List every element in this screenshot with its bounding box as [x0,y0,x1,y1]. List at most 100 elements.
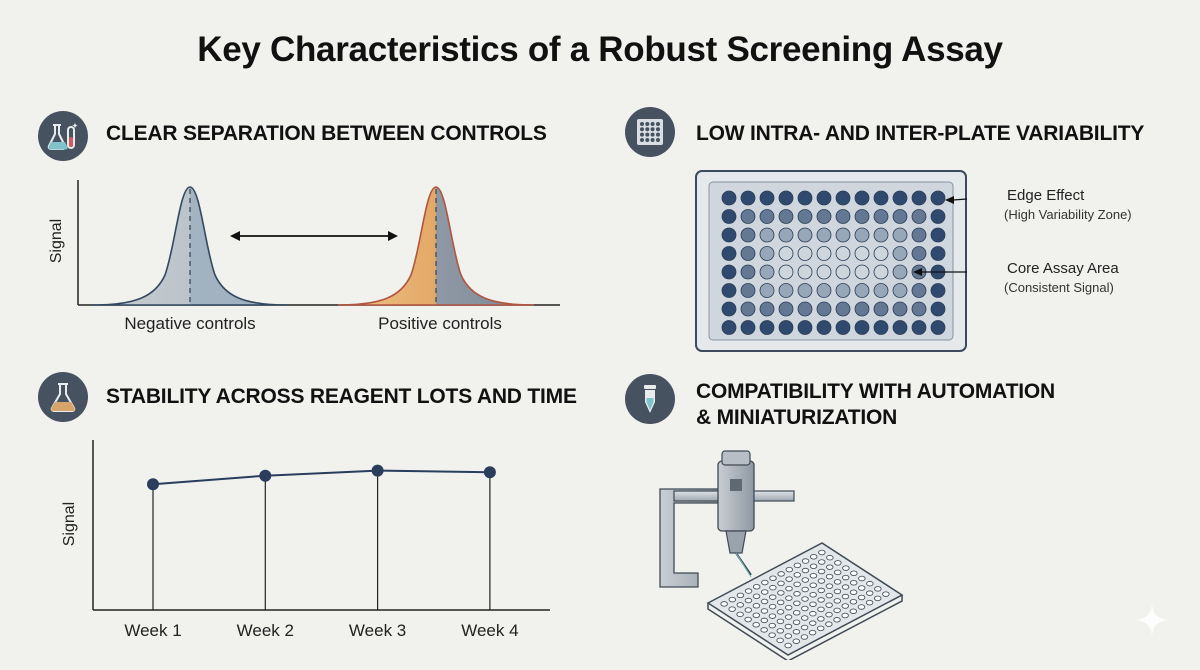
plate-well [854,301,870,317]
stability-point [147,478,159,491]
robot-well [784,642,792,649]
robot-well [760,589,769,595]
robot-well [784,604,793,611]
plate-well [854,283,870,298]
plate-well [721,209,737,224]
robot-well [849,608,858,614]
robot-well [776,637,784,644]
robot-well [800,624,809,631]
separation-arrow [230,231,398,241]
plate-well [740,246,756,261]
stability-tick-label: Week 4 [461,621,518,640]
plate-well [721,301,737,317]
plate-well [892,320,908,335]
plate-well [873,283,889,298]
robot-well [833,588,842,595]
plate-well [721,283,737,298]
plate-wells [721,190,946,335]
robot-well [857,594,866,601]
stability-point [371,464,384,477]
robot-well [873,595,882,602]
robot-well [841,593,850,600]
robot-well [841,612,849,619]
plate-well [930,209,946,224]
robot-well [809,563,818,570]
robot-well [842,565,850,571]
robot-well [809,610,817,617]
robot-well [768,603,777,610]
plate-well [759,301,775,317]
plate-well [911,320,927,335]
tube-icon [625,374,675,424]
robot-well [761,579,769,586]
plate-well [759,227,775,243]
plate-well [797,283,813,298]
plate-well [721,190,737,206]
plate-well [816,246,832,261]
plate-well [892,227,908,243]
robot-well [801,596,809,602]
plate-well [759,264,775,280]
robot-well [792,638,801,644]
plate-well [835,301,851,317]
plate-well [778,283,794,298]
robot-well [792,628,801,635]
plate-well [911,190,927,206]
robot-well [818,549,826,556]
plate-well [816,283,832,298]
plate-well [778,246,794,261]
robot-well [760,598,769,605]
section-title-automation-1: COMPATIBILITY WITH AUTOMATION [696,380,1055,403]
robot-well [833,579,842,585]
robot-well [801,586,809,593]
plate-well [759,320,775,335]
plate-well [930,246,946,261]
robot-well [841,603,850,609]
robot-well [769,584,777,591]
plate-well [835,227,851,243]
liquid-handler-robot [659,450,904,660]
stability-y-label: Signal [61,501,78,547]
plate-well [740,190,756,206]
plate-well [873,190,889,206]
section-title-variability: LOW INTRA- AND INTER-PLATE VARIABILITY [696,122,1145,145]
robot-well [776,618,785,625]
plate-well [854,264,870,280]
robot-well [882,591,890,597]
robot-well [768,613,777,619]
plate-well [835,320,851,335]
edge-effect-label: Edge Effect [1007,187,1085,204]
robot-well [777,571,785,577]
plate-well [759,209,775,224]
plate-well [797,264,813,280]
plate-well [835,190,851,206]
robot-well [769,575,777,581]
robot-well [849,598,858,605]
robot-well [776,599,785,606]
robot-well [744,588,753,594]
section-title-stability: STABILITY ACROSS REAGENT LOTS AND TIME [106,385,577,408]
flask-tubes-icon [38,111,88,161]
robot-well [825,611,833,618]
robot-well [817,559,826,565]
robot-well [744,616,752,623]
stability-tick-label: Week 2 [237,621,294,640]
robot-well [801,567,810,574]
robot-well [785,566,794,573]
stability-series-line [152,469,490,486]
robot-well [857,585,866,591]
flask-icon [38,372,88,422]
robot-well [793,591,801,597]
robot-well [777,590,785,596]
robot-well [801,577,810,583]
plate-well [892,246,908,261]
robot-well [785,585,793,592]
plate-well [892,209,908,224]
plate-well [778,320,794,335]
plate-well [873,301,889,317]
robot-well [801,605,809,612]
stability-point [259,469,272,482]
robot-well [825,602,833,608]
robot-well [793,581,801,588]
plate-well [892,264,908,280]
